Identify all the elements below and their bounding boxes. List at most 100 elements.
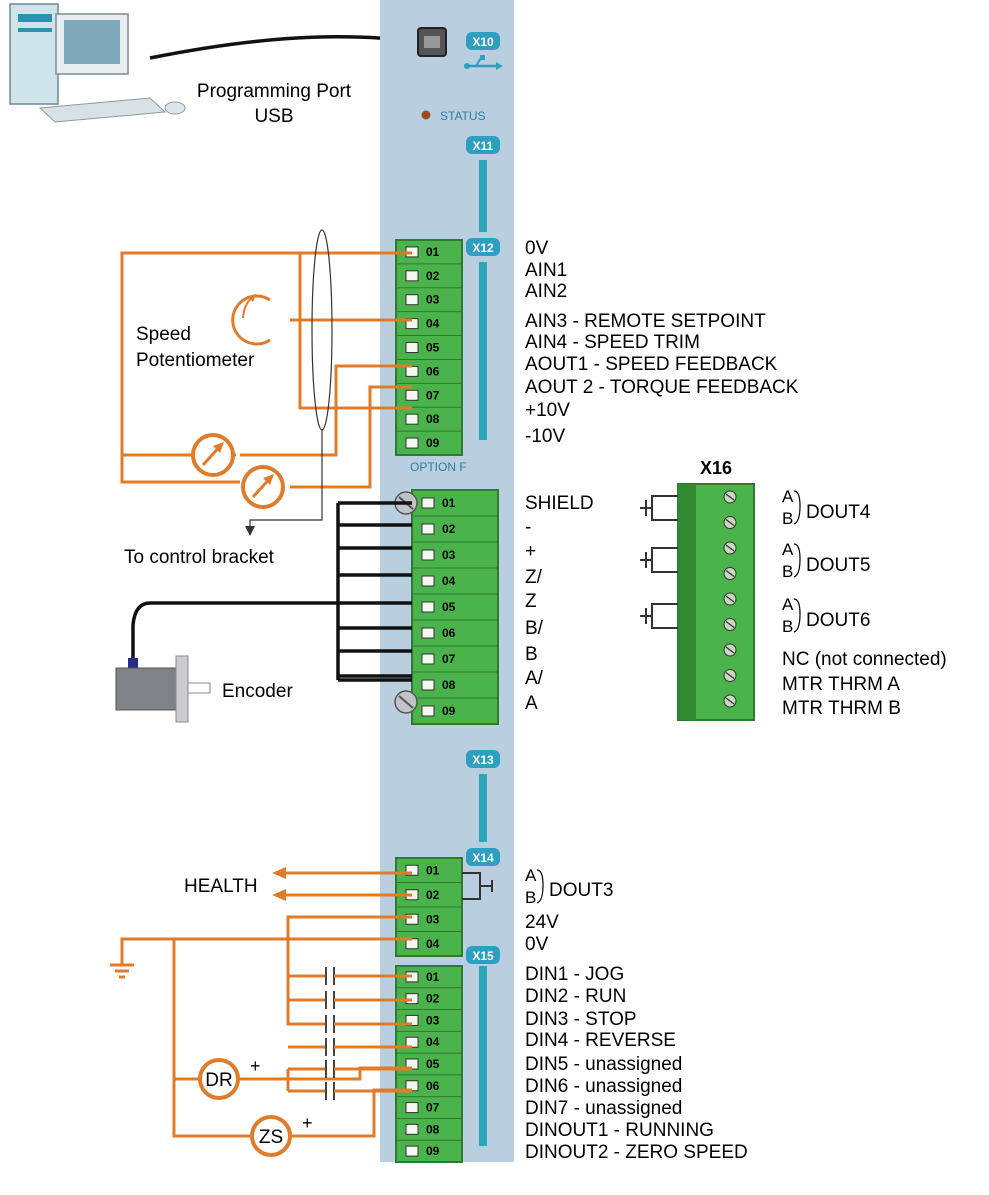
x13-badge: X13 (466, 750, 500, 768)
meter-icon (241, 465, 285, 509)
pin-number: 03 (426, 293, 440, 307)
svg-text:A: A (782, 487, 794, 506)
x10-badge: X10 (466, 32, 500, 50)
option-label: - (525, 517, 531, 538)
computer-icon (9, 3, 186, 123)
pin-number: 05 (442, 600, 456, 614)
terminal-screw (405, 864, 419, 876)
svg-text:X12: X12 (472, 241, 494, 255)
terminal-screw (405, 270, 419, 282)
pin-number: 02 (442, 522, 456, 536)
x12-label: AIN1 (525, 260, 567, 281)
svg-text:X13: X13 (472, 753, 494, 767)
terminal-screw (405, 1145, 419, 1157)
pin-number: 08 (426, 412, 440, 426)
terminal-screw (405, 365, 419, 377)
pin-number: 06 (426, 1079, 440, 1093)
option-f-label: OPTION F (410, 460, 467, 474)
svg-text:0V: 0V (525, 934, 549, 955)
x11-stripe (479, 160, 487, 232)
terminal-screw (421, 653, 435, 665)
din-switch-icon (318, 1015, 412, 1033)
din-switch-icon (318, 1060, 412, 1078)
encoder-icon (115, 655, 211, 723)
x11-badge: X11 (466, 136, 500, 154)
din-switch-icon (318, 1082, 412, 1100)
svg-text:NC (not connected): NC (not connected) (782, 649, 947, 670)
x15-label: DIN5 - unassigned (525, 1054, 682, 1075)
svg-text:X10: X10 (472, 35, 494, 49)
pin-number: 04 (426, 317, 440, 331)
x15-labels: DIN1 - JOG DIN2 - RUN DIN3 - STOP DIN4 -… (525, 964, 748, 1163)
x12-label: AOUT1 - SPEED FEEDBACK (525, 354, 778, 375)
x15-label: DIN6 - unassigned (525, 1076, 682, 1097)
svg-text:USB: USB (254, 106, 293, 127)
pin-number: 03 (442, 548, 456, 562)
pin-number: 08 (442, 678, 456, 692)
pin-number: 06 (442, 626, 456, 640)
pin-number: 03 (426, 1013, 440, 1027)
terminal-screw (405, 913, 419, 925)
terminal-screw (405, 1123, 419, 1135)
terminal-screw (405, 1102, 419, 1114)
digital-wiring (120, 915, 412, 1138)
svg-text:+: + (302, 1113, 313, 1133)
pin-number: 04 (442, 574, 456, 588)
usb-cable (149, 35, 421, 60)
svg-text:Speed: Speed (136, 324, 191, 345)
terminal-screw (421, 705, 435, 717)
svg-text:+: + (250, 1056, 261, 1076)
svg-text:B: B (525, 888, 536, 907)
status-label: STATUS (440, 109, 486, 123)
usb-port[interactable] (417, 27, 447, 57)
x13-stripe (479, 774, 487, 842)
pin-number: 09 (442, 704, 456, 718)
potentiometer-arrow-icon (242, 294, 256, 319)
pin-number: 02 (426, 269, 440, 283)
control-bracket-label: To control bracket (124, 547, 275, 568)
x15-label: DIN1 - JOG (525, 964, 624, 985)
terminal-screw (421, 679, 435, 691)
svg-text:DOUT3: DOUT3 (549, 880, 613, 901)
pin-number: 07 (426, 1101, 440, 1115)
svg-text:DOUT6: DOUT6 (806, 610, 870, 631)
option-label: A (525, 693, 538, 714)
programming-port-label: Programming Port USB (197, 81, 352, 127)
x15-badge: X15 (466, 946, 500, 964)
terminal-screw (421, 497, 435, 509)
pin-number: 07 (442, 652, 456, 666)
pin-number: 06 (426, 364, 440, 378)
option-label: Z/ (525, 567, 543, 588)
svg-text:Programming Port: Programming Port (197, 81, 352, 102)
option-label: + (525, 541, 536, 562)
x12-label: AIN2 (525, 281, 567, 302)
option-label: B (525, 644, 538, 665)
encoder-label: Encoder (222, 681, 293, 702)
svg-text:B: B (782, 509, 793, 528)
svg-text:X14: X14 (472, 851, 494, 865)
terminal-screw (421, 601, 435, 613)
x16-terminal-block (677, 483, 755, 721)
pin-number: 02 (426, 992, 440, 1006)
din-switch-icon (318, 1038, 412, 1056)
usb-symbol-icon (464, 55, 503, 70)
x15-label: DIN4 - REVERSE (525, 1030, 676, 1051)
svg-text:DOUT4: DOUT4 (806, 502, 871, 523)
pin-number: 01 (426, 970, 440, 984)
pin-number: 01 (426, 245, 440, 259)
svg-text:DR: DR (205, 1070, 232, 1091)
pin-number: 04 (426, 937, 440, 951)
pin-number: 01 (426, 863, 440, 877)
x15-label: DIN2 - RUN (525, 986, 626, 1007)
contact-icon (640, 547, 678, 573)
cable-shield-loop (245, 229, 333, 536)
x12-label: AIN4 - SPEED TRIM (525, 332, 700, 353)
svg-text:A: A (782, 540, 794, 559)
svg-text:ZS: ZS (259, 1127, 283, 1148)
option-label: SHIELD (525, 493, 594, 514)
din-switch-icon (318, 967, 412, 985)
